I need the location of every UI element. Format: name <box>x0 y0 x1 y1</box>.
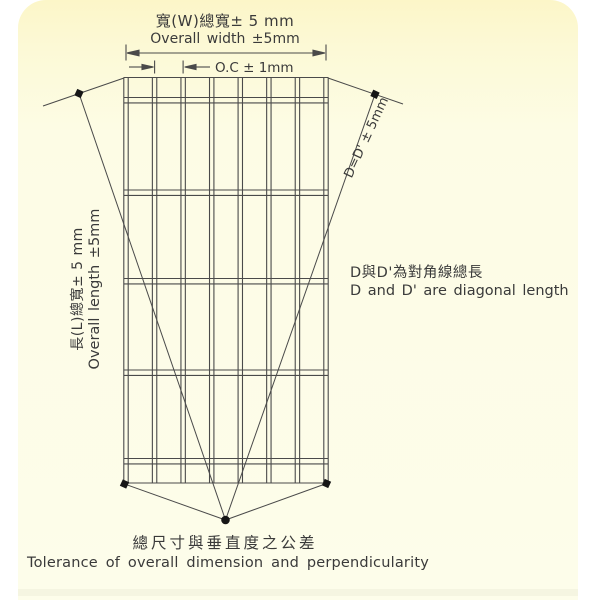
arrow-left-icon <box>126 49 140 57</box>
overall-length-label: 長(L)總寬± 5 mm Overall length ±5mm <box>70 204 104 374</box>
background-panel <box>18 0 578 600</box>
dimension-overall-width <box>125 44 327 61</box>
apex-dot <box>221 515 230 525</box>
oc-spacing-label: O.C ± 1mm <box>215 60 294 76</box>
arrow-right-icon <box>141 63 154 71</box>
overall-length-label-zh: 長(L)總寬± 5 mm <box>70 227 86 351</box>
diagonal-description-en: D and D' are diagonal length <box>350 283 569 299</box>
overall-width-label-zh: 寬(W)總寬± 5 mm <box>155 12 295 30</box>
marker-bottom-left <box>119 479 130 489</box>
dimension-oc-spacing <box>129 60 210 74</box>
footer-caption-zh: 總尺寸與垂直度之公差 <box>132 534 318 552</box>
marker-bottom-right <box>321 478 332 489</box>
panel-bottom-edge <box>18 589 578 596</box>
overall-width-label-en: Overall width ±5mm <box>150 31 300 47</box>
arrow-right-icon <box>312 49 326 57</box>
corner-markers <box>74 88 380 525</box>
marker-top-right <box>370 89 380 99</box>
marker-top-left <box>74 88 84 99</box>
footer-caption-en: Tolerance of overall dimension and perpe… <box>26 555 429 571</box>
grating-grid <box>123 76 329 484</box>
overall-length-label-en: Overall length ±5mm <box>86 208 103 370</box>
diagonal-description-zh: D與D'為對角線總長 <box>350 265 483 281</box>
arrow-left-icon <box>184 63 197 71</box>
